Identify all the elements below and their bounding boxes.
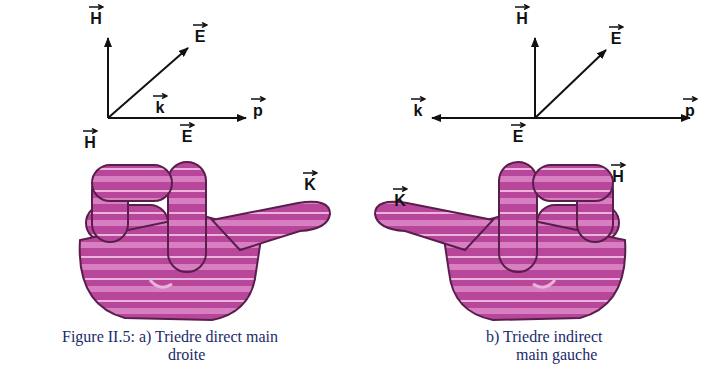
vector-arrow [88,4,104,10]
vector-arrow [608,24,624,30]
vector-arrow [610,162,626,168]
vector-label: K [392,186,408,209]
vector-label: k [410,96,426,119]
vector-name: k [414,102,423,119]
vector-label: H [82,128,98,151]
vector-label: p [682,96,698,119]
vector-name: E [182,128,193,145]
vector-label: H [514,4,530,27]
vector-arrow [250,96,266,102]
vector-name: E [611,30,622,47]
vector-arrow [302,170,318,176]
vector-label: H [88,4,104,27]
vector-arrow [510,122,526,128]
vector-label: E [608,24,624,47]
vector-label: E [510,122,526,145]
vector-name: k [156,99,165,116]
figure-caption: Figure II.5: a) Triedre direct main droi… [62,328,304,365]
vector-label: E [192,22,208,45]
vector-arrow [82,128,98,134]
figure-caption: b) Triedre indirect main gauche [486,328,628,365]
vector-name: H [516,10,528,27]
vector-label: H [610,162,626,185]
vector-arrow [392,186,408,192]
vector-name: E [513,128,524,145]
vector-label: K [302,170,318,193]
vector-arrow [410,96,426,102]
vector-name: K [304,176,316,193]
vector-arrow [192,22,208,28]
vector-name: H [84,134,96,151]
vector-name: K [394,192,406,209]
vector-name: H [90,10,102,27]
vector-arrow [179,122,195,128]
vector-name: H [612,168,624,185]
vector-name: E [195,28,206,45]
vector-arrow [682,96,698,102]
vector-label: k [152,93,168,116]
vector-arrow [514,4,530,10]
vector-label: p [250,96,266,119]
vector-name: p [253,102,263,119]
vector-name: p [685,102,695,119]
vector-arrow [152,93,168,99]
vector-label: E [179,122,195,145]
